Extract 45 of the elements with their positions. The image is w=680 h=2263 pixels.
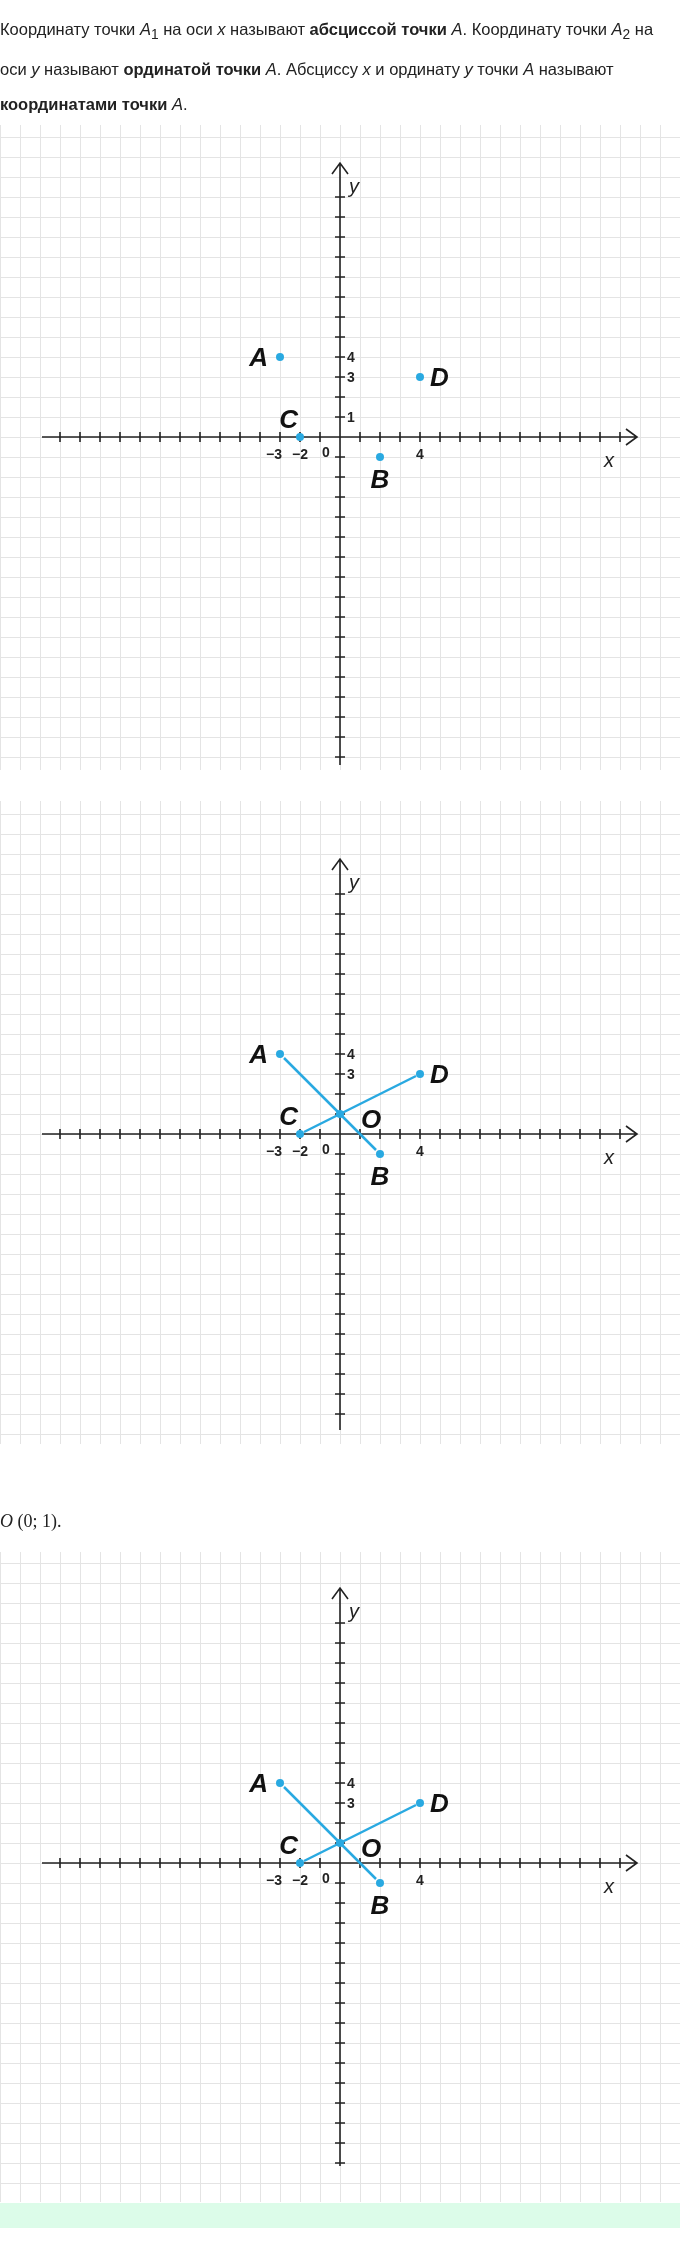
tick-label: 4: [347, 1775, 355, 1791]
line-segment: [303, 1803, 417, 1863]
tick-label: 0: [322, 444, 330, 460]
point-label: C: [279, 1102, 298, 1130]
tick-label: −3: [266, 446, 282, 462]
point-label: O: [360, 1105, 382, 1133]
tick-label: −3: [266, 1872, 282, 1888]
point-label: B: [370, 1891, 390, 1919]
line-segment: [283, 1786, 377, 1880]
line-segment: [283, 1057, 377, 1151]
tick-label: 0: [322, 1870, 330, 1886]
tick-label: 4: [416, 446, 424, 462]
paragraph: Координату точки A$_{1}$ на оси x называют абсциссой точки A. Координату точки A$_{2}$ на оси y называют ординатой точки A. Абсциссу x и ординату y точки A называют координатами точки A.: [0, 19, 655, 116]
point-label: B: [370, 1162, 390, 1190]
axis-label: x: [604, 1146, 614, 1168]
point-label: C: [279, 1831, 298, 1859]
point-label: D: [430, 1060, 449, 1088]
tick-label: −2: [292, 446, 308, 462]
axis-label: x: [604, 1875, 614, 1897]
tick-label: 3: [347, 1795, 355, 1811]
tick-label: 1: [347, 409, 355, 425]
tick-label: −3: [266, 1143, 282, 1159]
tick-label: 4: [416, 1872, 424, 1888]
axis-label: y: [349, 871, 359, 893]
point-coordinates-note: O (0; 1).: [0, 1511, 62, 1532]
point-label: A: [249, 1769, 268, 1797]
tick-label: 3: [347, 369, 355, 385]
point-label: A: [249, 343, 268, 371]
tick-label: −2: [292, 1872, 308, 1888]
tick-label: 4: [347, 1046, 355, 1062]
tick-label: −2: [292, 1143, 308, 1159]
tick-label: 4: [347, 349, 355, 365]
tick-label: 0: [322, 1141, 330, 1157]
tick-label: 3: [347, 1066, 355, 1082]
axis-label: y: [349, 175, 359, 197]
point-label: B: [370, 465, 390, 493]
axis-label: x: [604, 449, 614, 471]
point-label: C: [279, 405, 298, 433]
line-segment: [303, 1074, 417, 1134]
tick-label: 4: [416, 1143, 424, 1159]
point-label: D: [430, 363, 449, 391]
axis-label: y: [349, 1600, 359, 1622]
point-label: O: [360, 1834, 382, 1862]
point-label: A: [249, 1040, 268, 1068]
point-label: D: [430, 1789, 449, 1817]
